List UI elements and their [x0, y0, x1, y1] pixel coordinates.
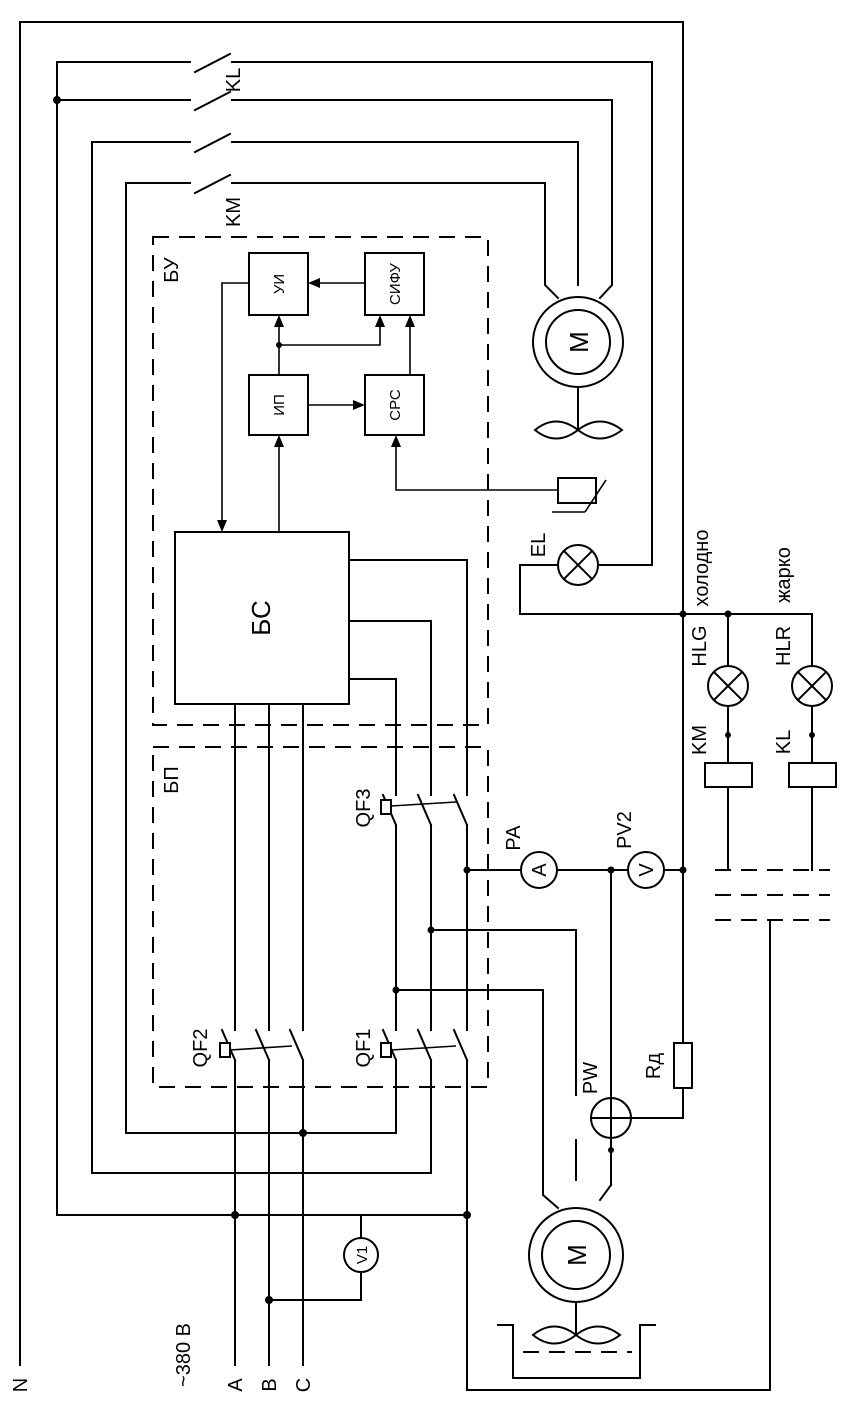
- km-coil-label: KM: [689, 725, 711, 755]
- power-unit-frame: [152, 746, 489, 1088]
- fan-motor-letter: M: [564, 331, 594, 353]
- qf3-label: QF3: [353, 789, 375, 828]
- sifu-block-label: СИФУ: [387, 263, 404, 305]
- km-contact-line-1: [91, 132, 579, 1174]
- kl-contactor-label: KL: [223, 68, 245, 92]
- wattmeter-pw: PW: [580, 1062, 684, 1139]
- hlr-label: HLR: [773, 626, 795, 666]
- tank-motor-letter: M: [562, 1244, 592, 1266]
- kl-coil-label: KL: [773, 730, 795, 754]
- fan-motor: M: [532, 296, 624, 440]
- ui-block: [248, 252, 309, 316]
- control-links: [217, 278, 558, 532]
- ammeter-pa: A PA: [503, 825, 558, 889]
- voltmeter-letter: V: [636, 863, 658, 877]
- control-unit-label: БУ: [161, 257, 183, 283]
- voltmeter-v1: V1: [234, 1214, 379, 1304]
- kl-contact-line-1: [56, 52, 653, 1216]
- neutral-wire: [19, 21, 684, 1366]
- phase-b-label: B: [259, 1378, 281, 1391]
- control-unit-frame: [152, 236, 489, 726]
- hlg-label: HLG: [689, 625, 711, 666]
- km-contactor-label: KM: [223, 197, 245, 227]
- hot-label: жарко: [773, 547, 795, 603]
- power-unit-label: БП: [161, 766, 183, 794]
- rd-label: Rд: [643, 1053, 665, 1079]
- ammeter-letter: A: [529, 863, 551, 877]
- phase-c-label: C: [293, 1378, 315, 1392]
- km-relay-coil: KM: [689, 725, 753, 871]
- voltage-label: ~380 В: [173, 1323, 195, 1387]
- kl-relay-coil: KL: [773, 730, 837, 871]
- v1-label: V1: [354, 1246, 371, 1264]
- phase-a-label: A: [225, 1378, 247, 1392]
- pv2-label: PV2: [614, 811, 636, 849]
- km-contact-line-2: [125, 173, 560, 1134]
- cable-break: [715, 869, 830, 921]
- breaker-qf3: QF3: [353, 789, 469, 828]
- src-block-label: СРС: [387, 389, 404, 421]
- signal-block-label: БС: [246, 600, 276, 636]
- signal-block: [174, 531, 350, 705]
- voltmeter-pv2: V PV2: [614, 811, 665, 889]
- hlr-lamp: HLR: [773, 613, 833, 764]
- el-label: EL: [528, 533, 550, 557]
- qf2-label: QF2: [190, 1029, 212, 1068]
- breaker-qf1: QF1: [353, 1029, 469, 1068]
- src-block: [364, 374, 425, 436]
- breaker-qf2: QF2: [190, 1029, 305, 1068]
- pa-label: PA: [503, 825, 525, 851]
- temperature-sensor: [552, 477, 607, 513]
- signal-block-outputs: [348, 559, 468, 796]
- measurement-lines: [395, 866, 687, 1210]
- neutral-label: N: [10, 1378, 32, 1392]
- kl-contact-line-2: [56, 90, 613, 300]
- hlg-lamp: HLG: [689, 613, 749, 764]
- el-lamp: EL: [519, 533, 813, 618]
- ui-block-label: УИ: [271, 274, 288, 294]
- cold-label: холодно: [691, 530, 713, 607]
- resistor-rd: Rд: [643, 1042, 693, 1119]
- pw-label: PW: [580, 1062, 602, 1094]
- ip-block-label: ИП: [271, 394, 288, 416]
- tank-motor: M: [497, 1207, 656, 1379]
- sifu-block: [364, 252, 425, 316]
- qf1-label: QF1: [353, 1029, 375, 1068]
- qf3-qf1-links: [392, 824, 471, 1031]
